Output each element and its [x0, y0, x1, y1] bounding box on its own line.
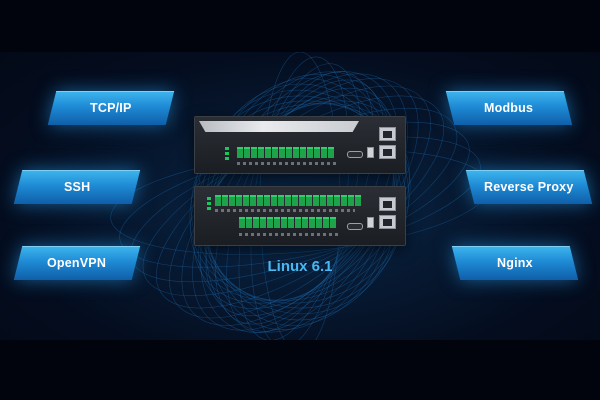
device-top-plate	[199, 121, 359, 132]
feature-pill-ssh: SSH	[13, 170, 141, 204]
bottom-band	[0, 340, 600, 400]
ethernet-port-icon	[379, 145, 396, 159]
ethernet-port-icon	[379, 215, 396, 229]
os-caption: Linux 6.1	[267, 258, 333, 275]
feature-label: TCP/IP	[90, 101, 132, 115]
feature-label: Modbus	[484, 101, 534, 115]
status-led-icon	[225, 147, 229, 160]
usb-port-icon	[367, 217, 374, 228]
feature-pill-openvpn: OpenVPN	[13, 246, 141, 280]
feature-pill-modbus: Modbus	[445, 91, 573, 125]
terminal-block	[237, 147, 334, 158]
feature-label: Nginx	[497, 256, 533, 270]
feature-pill-tcp-ip: TCP/IP	[47, 91, 175, 125]
port-labels	[237, 162, 337, 165]
gateway-device-bottom	[194, 186, 406, 246]
power-connector	[347, 151, 363, 158]
gateway-device-top	[194, 116, 406, 174]
feature-label: SSH	[63, 180, 91, 194]
terminal-block	[239, 217, 336, 228]
terminal-block	[215, 195, 361, 206]
feature-label: Reverse Proxy	[484, 180, 574, 194]
usb-port-icon	[367, 147, 374, 158]
top-band	[0, 0, 600, 52]
port-labels	[215, 209, 355, 212]
power-connector	[347, 223, 363, 230]
port-labels	[239, 233, 339, 236]
ethernet-port-icon	[379, 197, 396, 211]
feature-pill-reverse-proxy: Reverse Proxy	[465, 170, 593, 204]
feature-label: OpenVPN	[47, 256, 107, 270]
status-led-icon	[207, 197, 211, 210]
feature-pill-nginx: Nginx	[451, 246, 579, 280]
ethernet-port-icon	[379, 127, 396, 141]
